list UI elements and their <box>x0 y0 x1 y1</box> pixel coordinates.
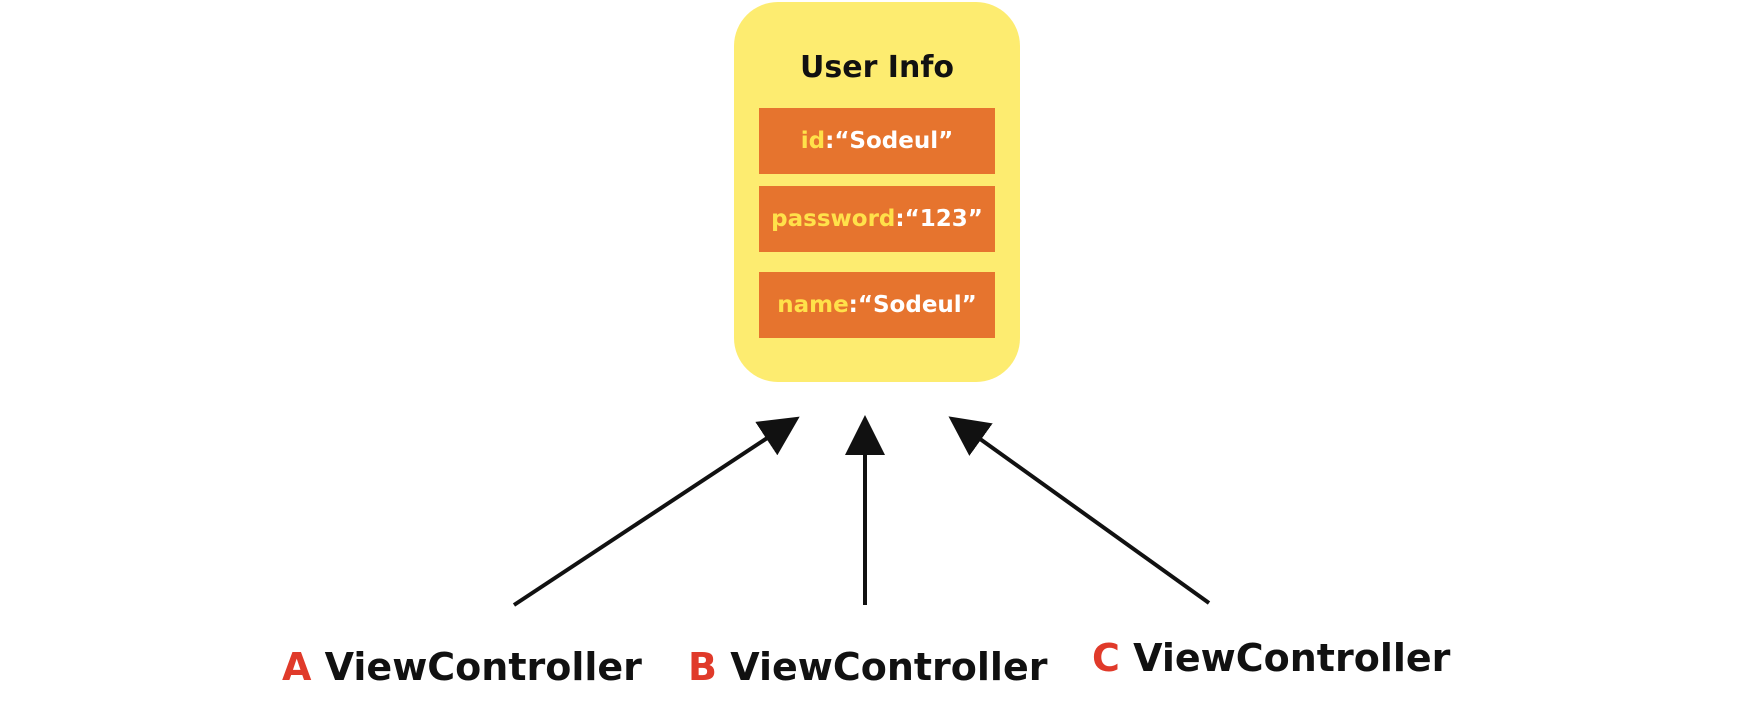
controller-a-text: ViewController <box>311 645 642 689</box>
c-view-controller-label: C ViewController <box>1092 636 1450 680</box>
controller-b-text: ViewController <box>716 645 1048 689</box>
field-name: name : “Sodeul” <box>759 272 995 338</box>
arrow-c <box>948 416 1211 605</box>
controller-c-text: ViewController <box>1119 636 1451 680</box>
field-id-value: “Sodeul” <box>834 128 954 154</box>
field-name-value: “Sodeul” <box>857 292 977 318</box>
controller-b-letter: B <box>688 645 717 689</box>
b-view-controller-label: B ViewController <box>688 645 1047 689</box>
field-id-key: id <box>800 128 826 154</box>
field-password-value: “123” <box>904 206 983 232</box>
field-name-separator: : <box>848 292 858 318</box>
user-info-card: User Info id : “Sodeul” password : “123”… <box>734 2 1020 382</box>
user-info-title: User Info <box>800 50 954 85</box>
field-password-key: password <box>771 206 896 232</box>
controller-a-letter: A <box>282 645 312 689</box>
field-password: password : “123” <box>759 186 995 252</box>
a-view-controller-label: A ViewController <box>282 645 642 689</box>
field-password-separator: : <box>895 206 905 232</box>
field-name-key: name <box>777 292 849 318</box>
arrow-a <box>512 416 800 607</box>
field-id-separator: : <box>825 128 835 154</box>
field-id: id : “Sodeul” <box>759 108 995 174</box>
controller-c-letter: C <box>1092 636 1120 680</box>
